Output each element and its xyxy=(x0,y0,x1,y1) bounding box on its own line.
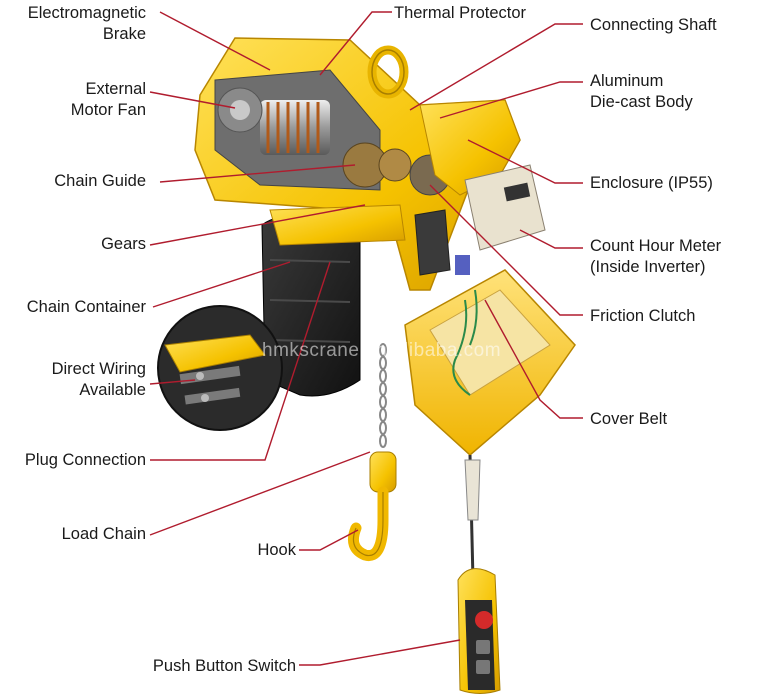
magnified-inset xyxy=(157,305,283,431)
motor-windings xyxy=(266,102,320,153)
label-aluminum-body: Aluminum Die-cast Body xyxy=(590,71,693,113)
label-direct-wiring-line2: Available xyxy=(79,381,146,399)
label-direct-wiring-line1: Direct Wiring xyxy=(51,360,146,378)
label-enclosure: Enclosure (IP55) xyxy=(590,174,713,192)
bottom-hook xyxy=(348,451,397,562)
emergency-stop-button xyxy=(475,611,493,629)
label-gears: Gears xyxy=(101,235,146,253)
label-load-chain: Load Chain xyxy=(61,525,146,543)
label-chain-guide: Chain Guide xyxy=(54,172,146,190)
push-button-pendant xyxy=(457,568,501,694)
label-electromagnetic-brake-line2: Brake xyxy=(102,25,146,43)
watermark: hmkscrane.en.alibaba.com xyxy=(262,340,502,361)
gear-small xyxy=(378,148,412,182)
hoist-body xyxy=(194,37,546,291)
label-cover-belt: Cover Belt xyxy=(590,410,668,428)
label-electromagnetic-brake: Electromagnetic Brake xyxy=(20,3,146,45)
label-friction-clutch: Friction Clutch xyxy=(590,307,696,325)
load-chain xyxy=(379,343,387,448)
label-connecting-shaft: Connecting Shaft xyxy=(590,16,717,34)
leader-lines xyxy=(149,11,583,666)
label-electromagnetic-brake-line1: Electromagnetic xyxy=(27,4,146,22)
label-hook: Hook xyxy=(257,541,296,559)
label-external-motor-fan-line1: External xyxy=(85,80,146,98)
top-eye-hook xyxy=(367,45,409,99)
label-aluminum-body-line1: Aluminum xyxy=(590,72,664,90)
label-thermal-protector: Thermal Protector xyxy=(394,4,527,22)
label-external-motor-fan: External Motor Fan xyxy=(40,79,146,121)
label-chain-container: Chain Container xyxy=(26,298,146,316)
label-aluminum-body-line2: Die-cast Body xyxy=(590,93,693,111)
label-count-hour-meter-line2: (Inside Inverter) xyxy=(590,258,706,276)
label-direct-wiring: Direct Wiring Available xyxy=(20,359,146,401)
label-push-button-switch: Push Button Switch xyxy=(152,657,296,675)
label-plug-connection: Plug Connection xyxy=(24,451,146,469)
label-count-hour-meter-line1: Count Hour Meter xyxy=(590,237,722,255)
label-external-motor-fan-line2: Motor Fan xyxy=(70,101,146,119)
label-count-hour-meter: Count Hour Meter (Inside Inverter) xyxy=(590,236,721,278)
